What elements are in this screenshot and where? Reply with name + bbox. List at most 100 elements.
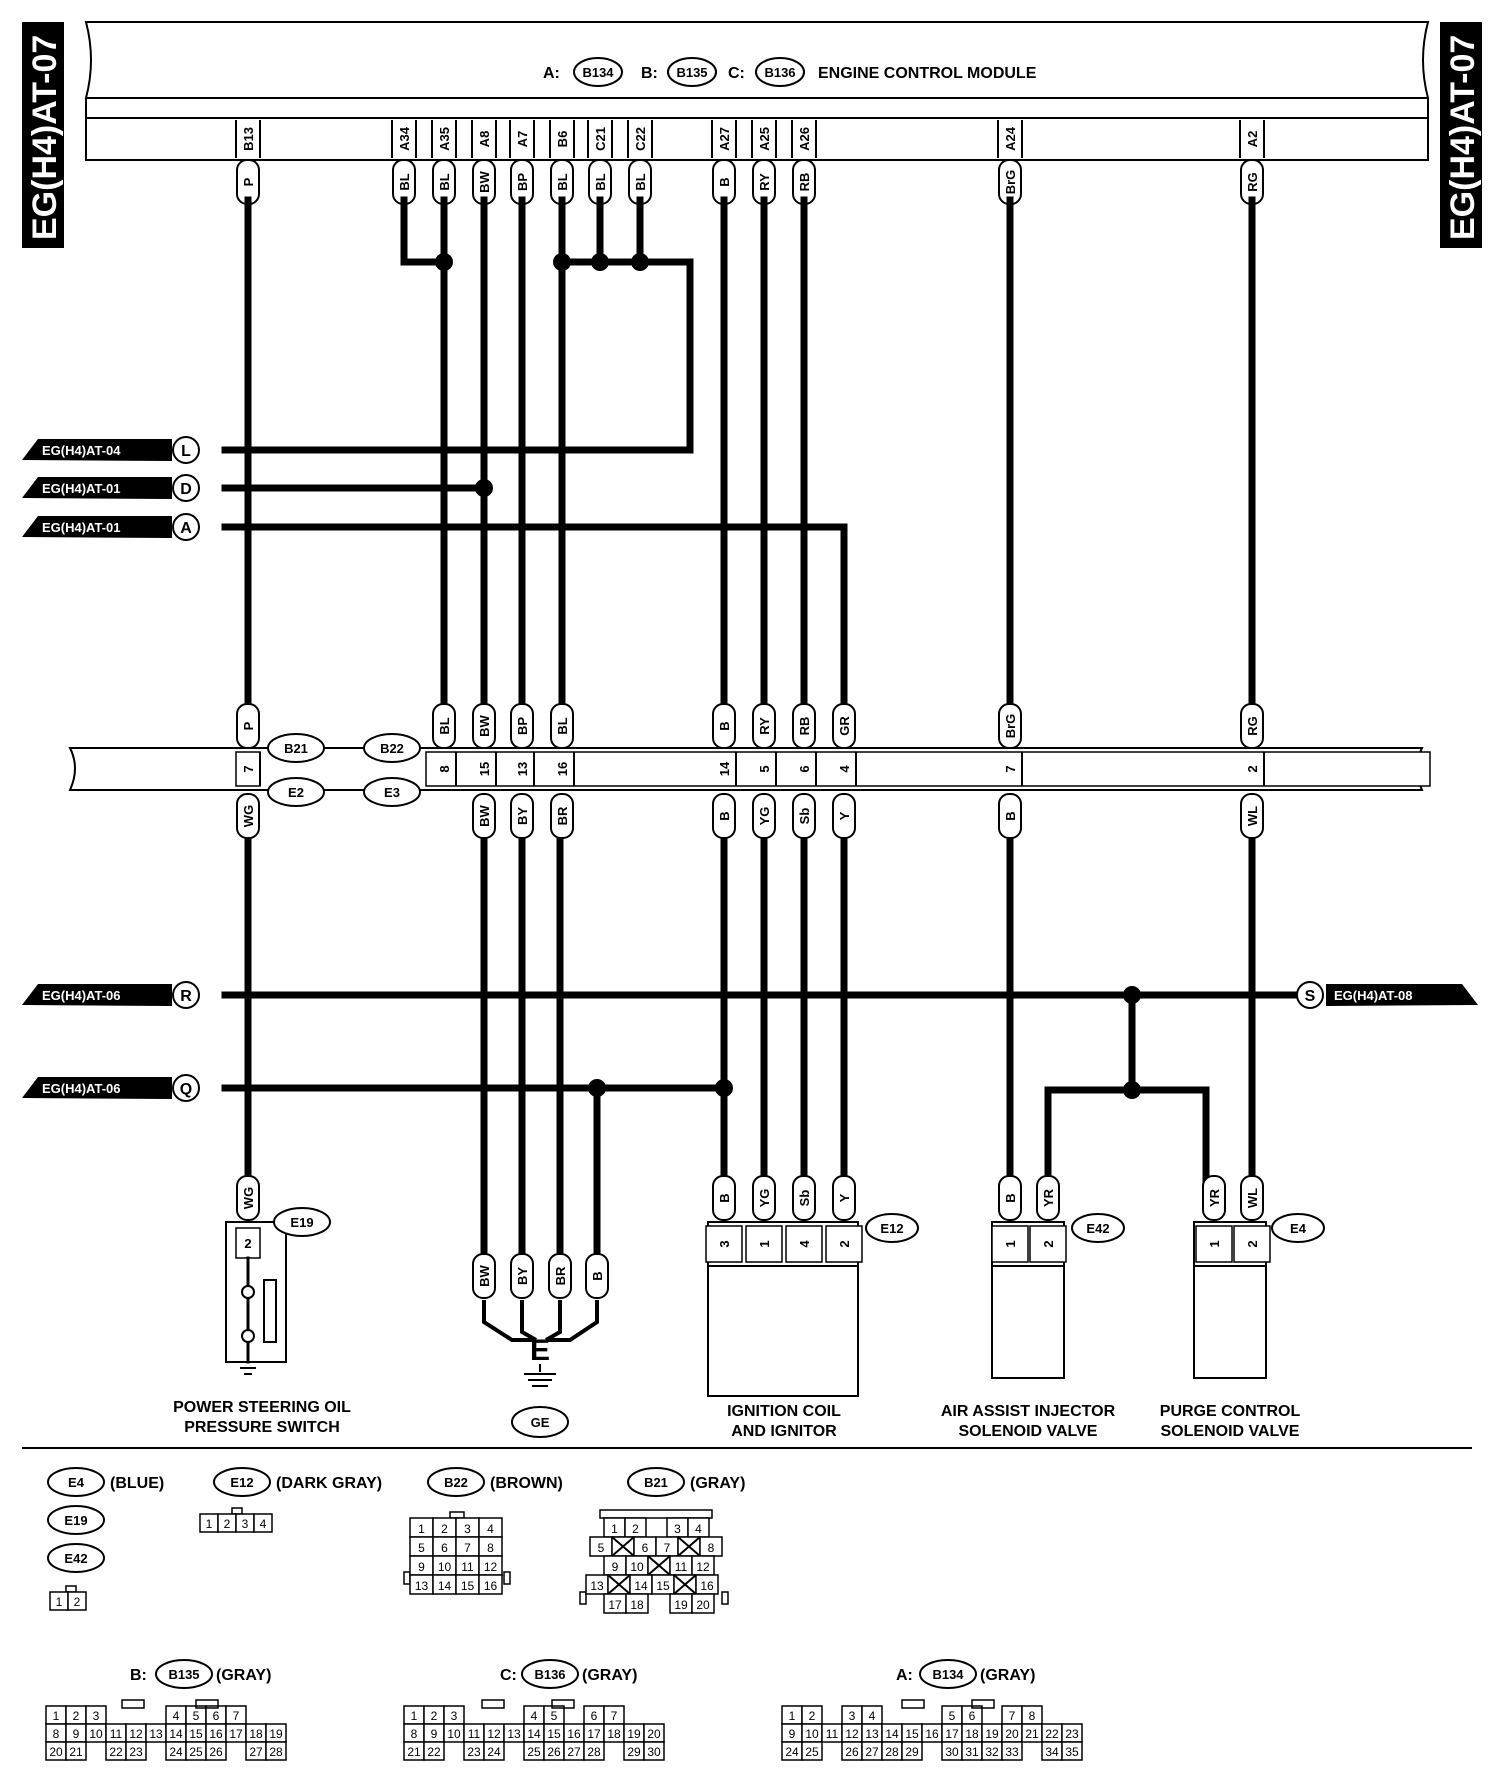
title-conn-oval-a xyxy=(573,57,623,87)
svg-text:8: 8 xyxy=(708,1541,715,1555)
e42-wire-0-text: B xyxy=(1003,1193,1018,1202)
svg-text:22: 22 xyxy=(427,1745,441,1759)
svg-text:27: 27 xyxy=(567,1745,581,1759)
ecm-wire-4: BP xyxy=(510,159,534,205)
e12-wire-2-text: Sb xyxy=(797,1190,812,1207)
ref-s-text: EG(H4)AT-08 xyxy=(1334,988,1413,1003)
legend-b22: B22 xyxy=(444,1475,468,1490)
e2-label: E2 xyxy=(288,785,304,800)
ecm-wire-3: BW xyxy=(472,159,496,205)
ref-s[interactable]: S EG(H4)AT-08 xyxy=(1296,981,1478,1009)
ref-a[interactable]: EG(H4)AT-01 A xyxy=(22,513,200,541)
svg-text:23: 23 xyxy=(129,1745,143,1759)
joint-pin-7: 6 xyxy=(797,765,812,772)
legend-b21-color: (GRAY) xyxy=(690,1475,745,1492)
e4-wire-1: WL xyxy=(1240,1175,1264,1221)
svg-text:27: 27 xyxy=(865,1745,879,1759)
ecm-wire-1-text: BL xyxy=(397,173,412,190)
ecm-wire-5: BL xyxy=(550,159,574,205)
svg-text:10: 10 xyxy=(89,1727,103,1741)
e19-wire: WG xyxy=(236,1175,260,1221)
ground-wire-3: B xyxy=(585,1253,609,1299)
joint-top-1-text: BL xyxy=(437,717,452,734)
legend-b136: B136 xyxy=(534,1667,565,1682)
svg-text:15: 15 xyxy=(189,1727,203,1741)
svg-text:19: 19 xyxy=(674,1598,688,1612)
svg-text:9: 9 xyxy=(73,1727,80,1741)
ecm-wire-11: BrG xyxy=(998,159,1022,205)
ecm-title: ENGINE CONTROL MODULE xyxy=(818,65,1037,82)
legend-b21: B21 xyxy=(644,1475,668,1490)
svg-text:13: 13 xyxy=(149,1727,163,1741)
joint-top-7-text: RB xyxy=(797,717,812,736)
joint-bottom-5-text: B xyxy=(717,811,732,820)
joint-bottom-8: Y xyxy=(832,793,856,839)
ground-wire-1-text: BY xyxy=(515,1267,530,1285)
joint-pin-6: 5 xyxy=(757,765,772,772)
joint-bottom-2: BW xyxy=(472,793,496,839)
svg-text:2: 2 xyxy=(73,1709,80,1723)
joint-bottom-9: B xyxy=(998,793,1022,839)
ecm-pins: B13PA34BLA35BLA8BWA7BPB6BLC21BLC22BLA27B… xyxy=(235,120,1265,205)
ecm-wire-6-text: BL xyxy=(593,173,608,190)
svg-text:8: 8 xyxy=(53,1727,60,1741)
power-steering-switch: 2 E19 POWER STEERING OIL PRESSURE SWITCH xyxy=(173,1207,351,1436)
ground-point: E GE xyxy=(482,1300,599,1438)
svg-text:29: 29 xyxy=(905,1745,919,1759)
legend-e42: E42 xyxy=(64,1551,87,1566)
joint-pin-8: 4 xyxy=(837,765,852,773)
joint-pin-4: 16 xyxy=(555,762,570,776)
svg-text:6: 6 xyxy=(441,1541,448,1555)
joint-bottom-0: WG xyxy=(236,793,260,839)
svg-text:3: 3 xyxy=(451,1709,458,1723)
svg-text:3: 3 xyxy=(242,1517,249,1531)
ecm-wire-10: RB xyxy=(792,159,816,205)
svg-text:10: 10 xyxy=(805,1727,819,1741)
joint-pin-5: 14 xyxy=(717,761,732,776)
joint-bottom-0-text: WG xyxy=(241,805,256,827)
joint-top-8: GR xyxy=(832,703,856,749)
svg-text:11: 11 xyxy=(826,1727,839,1741)
ecm-pin-2: A35 xyxy=(437,127,452,151)
joint-top-1: BL xyxy=(432,703,456,749)
svg-text:19: 19 xyxy=(627,1727,641,1741)
ref-r[interactable]: EG(H4)AT-06 R xyxy=(22,981,200,1009)
ref-l[interactable]: EG(H4)AT-04 L xyxy=(22,436,200,464)
svg-text:25: 25 xyxy=(189,1745,203,1759)
e4-wire-0: YR xyxy=(1202,1175,1226,1221)
svg-text:20: 20 xyxy=(696,1598,710,1612)
e4-label: E4 xyxy=(1290,1221,1307,1236)
svg-text:16: 16 xyxy=(567,1727,581,1741)
joint-bottom-6-text: YG xyxy=(757,807,772,826)
svg-text:31: 31 xyxy=(965,1745,979,1759)
svg-text:7: 7 xyxy=(464,1541,471,1555)
ref-l-letter: L xyxy=(181,443,191,460)
svg-text:25: 25 xyxy=(805,1745,819,1759)
svg-text:16: 16 xyxy=(925,1727,939,1741)
ecm-wire-11-text: BrG xyxy=(1003,170,1018,195)
svg-text:16: 16 xyxy=(700,1579,714,1593)
ecm-pin-11: A24 xyxy=(1003,126,1018,151)
svg-text:21: 21 xyxy=(1025,1727,1039,1741)
joint-bottom-3-text: BY xyxy=(515,807,530,825)
ref-r-text: EG(H4)AT-06 xyxy=(42,988,121,1003)
svg-text:16: 16 xyxy=(484,1579,498,1593)
svg-text:29: 29 xyxy=(627,1745,641,1759)
ref-d[interactable]: EG(H4)AT-01 D xyxy=(22,474,200,502)
legend-b136-color: (GRAY) xyxy=(582,1667,637,1684)
ref-a-letter: A xyxy=(180,520,192,537)
svg-text:25: 25 xyxy=(527,1745,541,1759)
legend-e12: E12 xyxy=(230,1475,253,1490)
svg-text:4: 4 xyxy=(260,1517,267,1531)
legend-e4: E4 xyxy=(68,1475,85,1490)
svg-text:12: 12 xyxy=(696,1560,710,1574)
ecm-pin-4: A7 xyxy=(515,131,530,148)
ref-q[interactable]: EG(H4)AT-06 Q xyxy=(22,1074,200,1102)
svg-text:6: 6 xyxy=(213,1709,220,1723)
e42-wire-0: B xyxy=(998,1175,1022,1221)
svg-text:8: 8 xyxy=(1029,1709,1036,1723)
joint-top-4-text: BL xyxy=(555,717,570,734)
svg-text:17: 17 xyxy=(608,1598,622,1612)
svg-text:3: 3 xyxy=(464,1522,471,1536)
svg-text:14: 14 xyxy=(527,1727,541,1741)
